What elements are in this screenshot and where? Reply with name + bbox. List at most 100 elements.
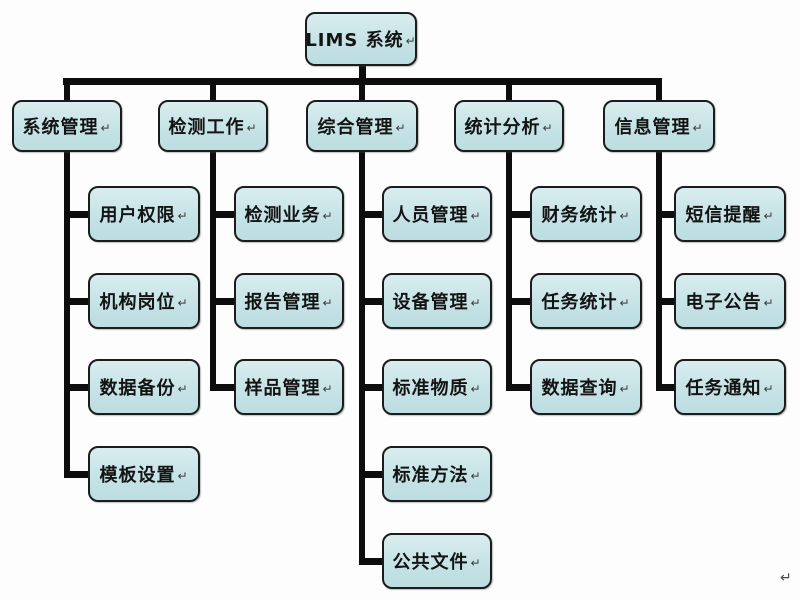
node-child-1-3: 数据备份↵ xyxy=(88,359,200,415)
connector-spine-4 xyxy=(506,150,512,390)
node-label: 标准物质 xyxy=(392,378,469,399)
node-branch-5: 信息管理↵ xyxy=(603,100,715,152)
node-label: 检测业务 xyxy=(244,205,321,226)
return-mark-icon: ↵ xyxy=(177,469,189,483)
node-child-4-1: 财务统计↵ xyxy=(530,186,642,242)
connector-stub xyxy=(656,211,677,218)
connector-stub xyxy=(210,211,237,218)
node-label: 用户权限 xyxy=(99,205,176,226)
node-label: 机构岗位 xyxy=(99,292,176,313)
node-label: 设备管理 xyxy=(392,292,469,313)
connector-spine-5 xyxy=(656,150,662,390)
return-mark-icon: ↵ xyxy=(763,296,775,310)
connector-drop-1 xyxy=(64,78,70,102)
connector-spine-3 xyxy=(359,150,365,564)
connector-stub xyxy=(359,298,385,305)
connector-stub xyxy=(506,211,533,218)
return-mark-icon: ↵ xyxy=(692,121,704,135)
node-child-3-3: 标准物质↵ xyxy=(382,359,492,415)
node-child-1-1: 用户权限↵ xyxy=(88,186,200,242)
connector-stub xyxy=(506,298,533,305)
return-mark-icon: ↵ xyxy=(322,382,334,396)
node-label: 财务统计 xyxy=(541,205,618,226)
connector-stub xyxy=(64,298,91,305)
node-label: 样品管理 xyxy=(244,378,321,399)
node-label: 任务通知 xyxy=(685,378,762,399)
return-mark-icon: ↵ xyxy=(470,382,482,396)
return-mark-icon: ↵ xyxy=(246,121,258,135)
node-child-4-2: 任务统计↵ xyxy=(530,273,642,329)
node-child-5-1: 短信提醒↵ xyxy=(674,186,786,242)
node-child-1-4: 模板设置↵ xyxy=(88,446,200,502)
return-mark-icon: ↵ xyxy=(470,469,482,483)
connector-stub xyxy=(359,384,385,391)
connector-spine-1 xyxy=(64,150,70,477)
return-mark-icon: ↵ xyxy=(780,570,792,586)
node-label: 电子公告 xyxy=(685,292,762,313)
connector-stub xyxy=(656,298,677,305)
connector-spine-2 xyxy=(210,150,216,390)
connector-stub xyxy=(506,384,533,391)
return-mark-icon: ↵ xyxy=(100,121,112,135)
connector-stub xyxy=(656,384,677,391)
connector-drop-2 xyxy=(210,78,216,102)
return-mark-icon: ↵ xyxy=(177,209,189,223)
return-mark-icon: ↵ xyxy=(177,296,189,310)
node-branch-3: 综合管理↵ xyxy=(306,100,418,152)
node-label: 报告管理 xyxy=(244,292,321,313)
connector-stub xyxy=(359,471,385,478)
return-mark-icon: ↵ xyxy=(395,121,407,135)
return-mark-icon: ↵ xyxy=(470,556,482,570)
node-child-5-2: 电子公告↵ xyxy=(674,273,786,329)
node-label: 系统管理 xyxy=(22,117,99,138)
node-child-2-3: 样品管理↵ xyxy=(234,359,344,415)
return-mark-icon: ↵ xyxy=(470,209,482,223)
node-branch-1: 系统管理↵ xyxy=(12,100,122,152)
connector-stub xyxy=(64,211,91,218)
return-mark-icon: ↵ xyxy=(619,382,631,396)
node-label: LIMS 系统 xyxy=(305,30,404,51)
connector-drop-4 xyxy=(506,78,512,102)
connector-stub xyxy=(359,211,385,218)
connector-stub xyxy=(64,384,91,391)
return-mark-icon: ↵ xyxy=(322,296,334,310)
node-label: 公共文件 xyxy=(392,552,469,573)
node-label: 人员管理 xyxy=(392,205,469,226)
connector-stub xyxy=(210,384,237,391)
node-child-3-5: 公共文件↵ xyxy=(382,533,492,589)
node-label: 检测工作 xyxy=(168,117,245,138)
connector-stub xyxy=(210,298,237,305)
return-mark-icon: ↵ xyxy=(763,209,775,223)
node-child-1-2: 机构岗位↵ xyxy=(88,273,200,329)
connector-stub xyxy=(359,558,385,565)
return-mark-icon: ↵ xyxy=(619,209,631,223)
node-root: LIMS 系统↵ xyxy=(305,12,417,66)
return-mark-icon: ↵ xyxy=(470,296,482,310)
node-label: 模板设置 xyxy=(99,465,176,486)
node-branch-4: 统计分析↵ xyxy=(454,100,564,152)
node-label: 数据查询 xyxy=(541,378,618,399)
node-label: 任务统计 xyxy=(541,292,618,313)
node-label: 统计分析 xyxy=(464,117,541,138)
node-child-4-3: 数据查询↵ xyxy=(530,359,642,415)
connector-root-stub xyxy=(359,64,366,80)
node-child-3-4: 标准方法↵ xyxy=(382,446,492,502)
node-child-2-1: 检测业务↵ xyxy=(234,186,344,242)
return-mark-icon: ↵ xyxy=(619,296,631,310)
return-mark-icon: ↵ xyxy=(405,34,417,48)
node-child-3-2: 设备管理↵ xyxy=(382,273,492,329)
return-mark-icon: ↵ xyxy=(763,382,775,396)
node-label: 信息管理 xyxy=(614,117,691,138)
connector-stub xyxy=(64,471,91,478)
return-mark-icon: ↵ xyxy=(542,121,554,135)
node-branch-2: 检测工作↵ xyxy=(158,100,268,152)
return-mark-icon: ↵ xyxy=(322,209,334,223)
connector-drop-5 xyxy=(656,78,662,102)
node-child-2-2: 报告管理↵ xyxy=(234,273,344,329)
connector-drop-3 xyxy=(359,78,365,102)
return-mark-icon: ↵ xyxy=(177,382,189,396)
node-child-5-3: 任务通知↵ xyxy=(674,359,786,415)
node-label: 综合管理 xyxy=(317,117,394,138)
node-label: 数据备份 xyxy=(99,378,176,399)
